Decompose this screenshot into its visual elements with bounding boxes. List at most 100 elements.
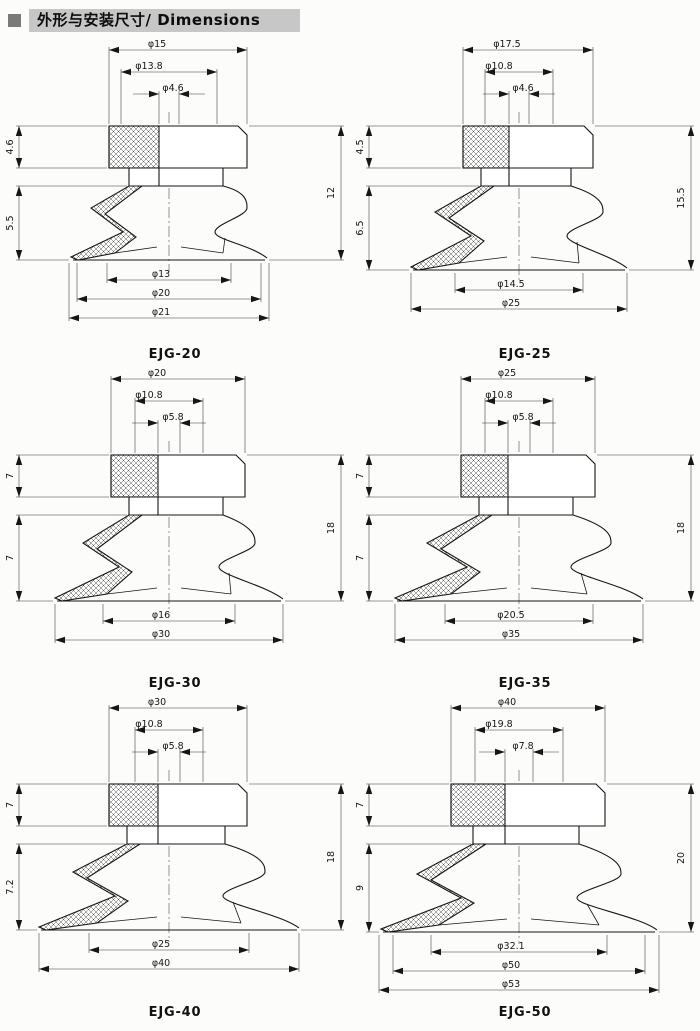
model-name: EJG-40: [148, 1005, 202, 1020]
part-outline: [37, 783, 300, 931]
part-outline: [409, 125, 628, 271]
dimension-label: φ25: [152, 939, 170, 950]
dimension-label: φ16: [152, 610, 170, 621]
dimension-label: φ5.8: [512, 412, 533, 423]
dimension-drawing-svg: φ40 φ19.8φ7.8 φ32.1 φ50 φ53 7 9 20: [355, 697, 695, 994]
dimension-label: 7: [355, 802, 366, 808]
dimension-label: φ5.8: [162, 741, 183, 752]
model-name: EJG-25: [498, 347, 552, 362]
dimension-label: 9: [355, 885, 366, 891]
dimension-label: φ40: [152, 958, 170, 969]
dimension-lines: [16, 47, 344, 321]
dimension-labels: φ40 φ19.8φ7.8 φ32.1 φ50 φ53 7 9 20: [355, 697, 687, 990]
part-outline: [393, 454, 644, 602]
dimension-label: 7: [355, 555, 366, 561]
dimension-label: φ10.8: [485, 61, 512, 72]
dimension-label: 18: [326, 851, 337, 863]
part-outline: [53, 454, 284, 602]
dimension-label: φ13.8: [135, 61, 162, 72]
dimension-label: 7: [5, 555, 16, 561]
dimension-arrows: [15, 46, 345, 322]
dimension-labels: φ20 φ10.8φ5.8 φ16 φ30 7 7 18: [5, 368, 337, 640]
part-outline: [379, 783, 658, 933]
dimension-lines: [366, 705, 694, 993]
dimension-drawing-svg: φ20 φ10.8φ5.8 φ16 φ30 7 7 18: [5, 368, 345, 644]
dimension-label: φ30: [148, 697, 166, 708]
model-name: EJG-20: [148, 347, 202, 362]
dimension-label: 4.6: [5, 139, 16, 154]
model-name: EJG-35: [498, 676, 552, 691]
dimension-label: 18: [676, 522, 687, 534]
dimension-label: φ50: [502, 960, 520, 971]
dimension-label: φ15: [148, 39, 166, 50]
dimension-labels: φ25 φ10.8φ5.8 φ20.5 φ35 7 7 18: [355, 368, 687, 640]
dimension-drawing-svg: φ15 φ13.8φ4.6 φ13 φ20 φ21 4.6 5.5 12: [5, 39, 345, 322]
dimension-lines: [366, 376, 694, 643]
dimension-label: 18: [326, 522, 337, 534]
dimension-label: φ7.8: [512, 741, 533, 752]
dimension-label: φ21: [152, 307, 170, 318]
dimension-label: φ40: [498, 697, 516, 708]
dimension-label: φ19.8: [485, 719, 512, 730]
dimension-label: φ10.8: [135, 719, 162, 730]
dimension-arrows: [15, 375, 345, 644]
dimension-label: 7: [5, 473, 16, 479]
dimension-drawing-svg: φ25 φ10.8φ5.8 φ20.5 φ35 7 7 18: [355, 368, 695, 644]
dimension-label: φ10.8: [485, 390, 512, 401]
dimension-label: 7: [5, 802, 16, 808]
dimension-label: φ20: [148, 368, 166, 379]
dimension-label: 20: [676, 852, 687, 864]
dimension-arrows: [365, 704, 695, 994]
dimension-lines: [366, 47, 694, 312]
dimension-label: φ14.5: [497, 279, 524, 290]
dimension-label: φ53: [502, 979, 520, 990]
dimension-label: φ25: [498, 368, 516, 379]
dimension-labels: φ15 φ13.8φ4.6 φ13 φ20 φ21 4.6 5.5 12: [5, 39, 337, 318]
dimension-label: φ32.1: [497, 941, 524, 952]
dimension-label: φ25: [502, 298, 520, 309]
dimension-labels: φ30 φ10.8φ5.8 φ25 φ40 7 7.2 18: [5, 697, 337, 969]
dimension-label: 12: [326, 187, 337, 199]
dimension-label: 7: [355, 473, 366, 479]
dimension-label: φ4.6: [512, 83, 533, 94]
dimension-label: φ17.5: [493, 39, 520, 50]
dimension-label: φ20: [152, 288, 170, 299]
part-outline: [69, 125, 268, 261]
dimension-label: φ30: [152, 629, 170, 640]
dimension-arrows: [365, 46, 695, 313]
dimension-label: φ10.8: [135, 390, 162, 401]
dimension-label: 4.5: [355, 139, 366, 154]
dimension-label: φ20.5: [497, 610, 524, 621]
dimension-label: φ35: [502, 629, 520, 640]
dimension-drawing-svg: φ30 φ10.8φ5.8 φ25 φ40 7 7.2 18: [5, 697, 345, 973]
model-name: EJG-50: [498, 1005, 552, 1020]
dimension-arrows: [15, 704, 345, 973]
model-name: EJG-30: [148, 676, 202, 691]
section-bullet-icon: [8, 14, 21, 27]
section-header: 外形与安装尺寸/ Dimensions: [0, 0, 700, 34]
dimension-lines: [16, 376, 344, 643]
dimension-label: φ4.6: [162, 83, 183, 94]
dimension-label: φ5.8: [162, 412, 183, 423]
dimension-label: 15.5: [676, 187, 687, 208]
section-title: 外形与安装尺寸/ Dimensions: [29, 9, 301, 32]
dimension-label: φ13: [152, 269, 170, 280]
dimension-label: 5.5: [5, 215, 16, 230]
dimension-arrows: [365, 375, 695, 644]
dimension-label: 7.2: [5, 879, 16, 894]
